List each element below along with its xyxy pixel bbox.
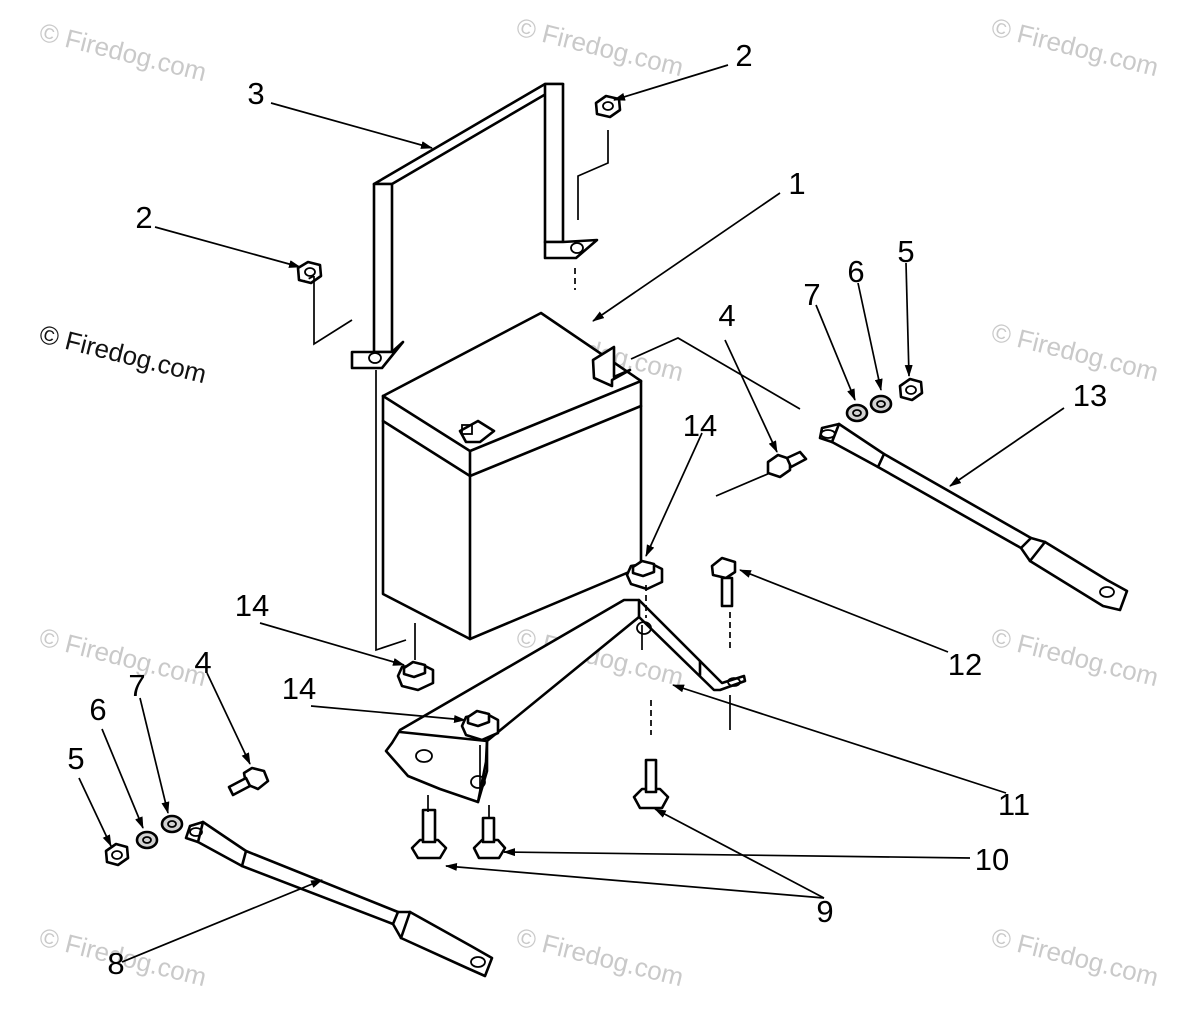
callout-12: 12 xyxy=(948,647,982,682)
callout-14: 14 xyxy=(282,671,316,706)
alignment-lines xyxy=(303,130,801,818)
callout-4: 4 xyxy=(718,298,735,333)
callout-7: 7 xyxy=(803,277,820,312)
callout-1: 1 xyxy=(788,166,805,201)
callout-labels: 1 2 2 3 4 4 5 5 6 6 7 7 8 9 10 11 12 13 … xyxy=(67,38,1107,981)
watermark-faint: © Firedog.com xyxy=(514,922,687,992)
hold-down-strap xyxy=(350,82,599,370)
battery xyxy=(381,311,643,641)
leader-lines xyxy=(78,64,1065,963)
cable-8 xyxy=(184,820,494,978)
callout-11: 11 xyxy=(998,787,1030,822)
hardware xyxy=(104,94,924,867)
callout-2: 2 xyxy=(135,200,152,235)
battery-tray xyxy=(384,598,747,804)
watermark-faint: © Firedog.com xyxy=(989,922,1162,992)
callout-7: 7 xyxy=(128,668,145,703)
cable-13 xyxy=(818,422,1129,612)
callout-13: 13 xyxy=(1073,378,1107,413)
callout-10: 10 xyxy=(975,842,1009,877)
callout-2: 2 xyxy=(735,38,752,73)
watermark-faint: © Firedog.com xyxy=(989,12,1162,82)
callout-14: 14 xyxy=(683,408,717,443)
callout-4: 4 xyxy=(194,645,211,680)
watermark-faint: © Firedog.com xyxy=(37,622,210,692)
callout-6: 6 xyxy=(847,254,864,289)
watermark-faint: © Firedog.com xyxy=(989,317,1162,387)
callout-14: 14 xyxy=(235,588,269,623)
callout-3: 3 xyxy=(247,76,264,111)
callout-5: 5 xyxy=(897,234,914,269)
callout-8: 8 xyxy=(107,946,124,981)
callout-5: 5 xyxy=(67,741,84,776)
callout-6: 6 xyxy=(89,692,106,727)
callout-9: 9 xyxy=(816,894,833,929)
watermark-main: © Firedog.com xyxy=(37,319,210,389)
watermark-faint: © Firedog.com xyxy=(37,17,210,87)
watermark-faint: © Firedog.com xyxy=(514,12,687,82)
watermark-faint: © Firedog.com xyxy=(989,622,1162,692)
